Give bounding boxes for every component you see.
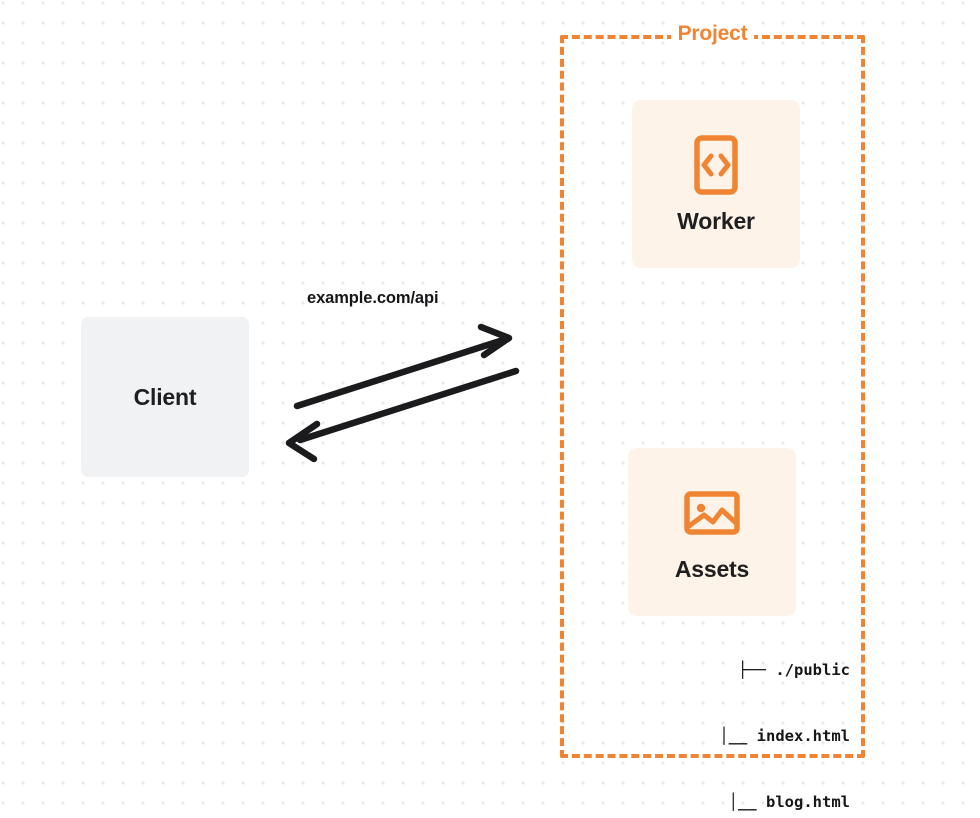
worker-card[interactable]: Worker: [632, 100, 800, 268]
client-node[interactable]: Client: [81, 317, 249, 477]
client-node-label: Client: [133, 383, 197, 410]
file-tree-row: │__ index.html: [719, 727, 850, 745]
project-title: Project: [670, 21, 755, 47]
response-arrow-icon: [285, 367, 520, 463]
image-picture-icon: [684, 490, 740, 535]
assets-card[interactable]: Assets: [628, 448, 796, 616]
connection-label: example.com/api: [307, 289, 439, 307]
worker-card-label: Worker: [677, 207, 755, 234]
assets-card-label: Assets: [674, 555, 750, 582]
request-arrow-icon: [293, 323, 513, 410]
project-group[interactable]: Project Worker Assets ├── ./public │__ i…: [560, 21, 865, 811]
file-tree-row: ├── ./public: [738, 661, 850, 679]
code-brackets-icon: [694, 134, 738, 195]
file-tree-row: │__ blog.html: [728, 793, 850, 811]
assets-file-tree: ├── ./public │__ index.html │__ blog.htm…: [600, 615, 850, 818]
